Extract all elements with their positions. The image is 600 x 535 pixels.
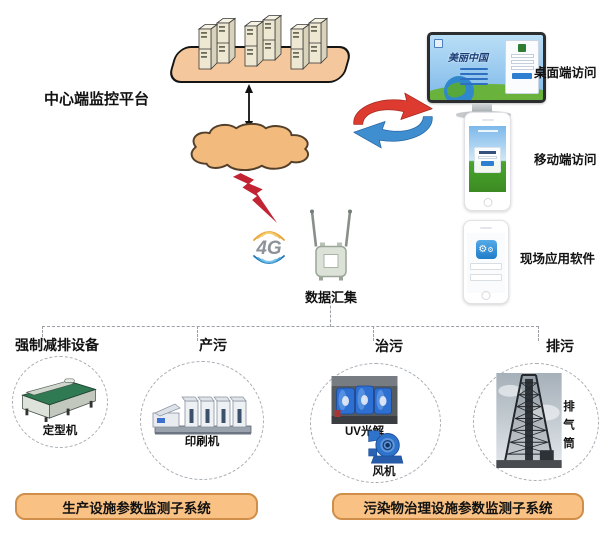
login-panel bbox=[505, 40, 539, 94]
mobile-login-field bbox=[477, 156, 498, 159]
4g-signal-icon: 4G bbox=[253, 231, 285, 264]
category-pollution-treatment: 治污 bbox=[375, 338, 403, 354]
server-stack-icon bbox=[289, 17, 329, 70]
login-logo bbox=[518, 44, 526, 52]
connector-line bbox=[538, 326, 539, 341]
screen-slogan: 美丽中国 bbox=[448, 53, 488, 64]
equipment-circle-printing-machine bbox=[140, 361, 264, 480]
platform-label: 中心端监控平台 bbox=[44, 91, 150, 108]
fan-image bbox=[368, 430, 404, 464]
phone-home-button bbox=[483, 198, 492, 207]
connector-line bbox=[42, 326, 43, 341]
mobile-login-title bbox=[478, 151, 497, 154]
server-stack-icon bbox=[243, 14, 283, 67]
mobile-login-button-graphic bbox=[480, 161, 495, 166]
screen-text-lines bbox=[460, 68, 488, 88]
gateway-label: 数据汇集 bbox=[304, 290, 357, 305]
app-input-row bbox=[470, 263, 502, 270]
app-input-row bbox=[470, 274, 502, 281]
exhaust-stack-image bbox=[496, 373, 562, 468]
gear-icon: ⚙ bbox=[487, 247, 494, 254]
login-field bbox=[510, 66, 534, 70]
app-gears-icon: ⚙⚙ bbox=[475, 240, 497, 259]
mobile-login-card bbox=[474, 147, 501, 173]
connector-line bbox=[373, 326, 374, 341]
login-field bbox=[510, 60, 534, 64]
category-pollution-discharge: 排污 bbox=[546, 338, 574, 354]
screen-globe-graphic bbox=[444, 76, 474, 100]
desktop-monitor: 美丽中国 bbox=[427, 32, 546, 103]
printing-machine-label: 印刷机 bbox=[184, 436, 220, 448]
fan-label: 风机 bbox=[372, 466, 396, 478]
login-button-graphic bbox=[512, 73, 532, 79]
exhaust-stack-label: 排气筒 bbox=[562, 400, 574, 456]
sync-arrows-icon bbox=[353, 92, 433, 149]
phone-screen bbox=[469, 126, 506, 192]
setting-machine-image bbox=[21, 378, 97, 422]
equipment-circle-treatment bbox=[310, 363, 441, 483]
category-pollution-production: 产污 bbox=[199, 337, 227, 353]
phone-speaker bbox=[481, 119, 494, 121]
smartphone-field-app: ⚙⚙ bbox=[463, 220, 509, 304]
phone-speaker bbox=[480, 227, 492, 229]
monitor-screen: 美丽中国 bbox=[430, 35, 543, 100]
login-field bbox=[510, 54, 534, 58]
desktop-access-label: 桌面端访问 bbox=[534, 66, 597, 80]
production-subsystem-button: 生产设施参数监测子系统 bbox=[15, 493, 258, 520]
server-stack-icon bbox=[197, 17, 237, 70]
monitor-neck bbox=[472, 103, 492, 112]
uv-photolysis-image bbox=[331, 376, 398, 424]
screen-logo bbox=[434, 39, 443, 48]
field-app-label: 现场应用软件 bbox=[520, 252, 596, 266]
smartphone-mobile-access bbox=[464, 112, 511, 211]
connector-line bbox=[42, 326, 539, 327]
mobile-access-label: 移动端访问 bbox=[534, 153, 597, 167]
treatment-subsystem-button: 污染物治理设施参数监测子系统 bbox=[332, 493, 584, 520]
cloud-icon bbox=[190, 122, 310, 172]
setting-machine-label: 定型机 bbox=[42, 425, 78, 437]
category-forced-reduction: 强制减排设备 bbox=[15, 337, 99, 353]
4g-text: 4G bbox=[255, 238, 282, 259]
screen-title-line bbox=[477, 130, 498, 132]
equipment-circle-setting-machine bbox=[12, 356, 108, 448]
gear-icon: ⚙ bbox=[478, 244, 488, 255]
connector-line bbox=[197, 326, 198, 341]
lightning-icon bbox=[232, 173, 278, 223]
phone-home-button bbox=[481, 291, 491, 300]
phone-screen: ⚙⚙ bbox=[467, 233, 505, 293]
connector-line bbox=[330, 301, 331, 327]
gateway-device-icon bbox=[310, 209, 352, 281]
equipment-circle-exhaust-stack bbox=[473, 363, 599, 481]
printing-machine-image bbox=[152, 396, 252, 435]
